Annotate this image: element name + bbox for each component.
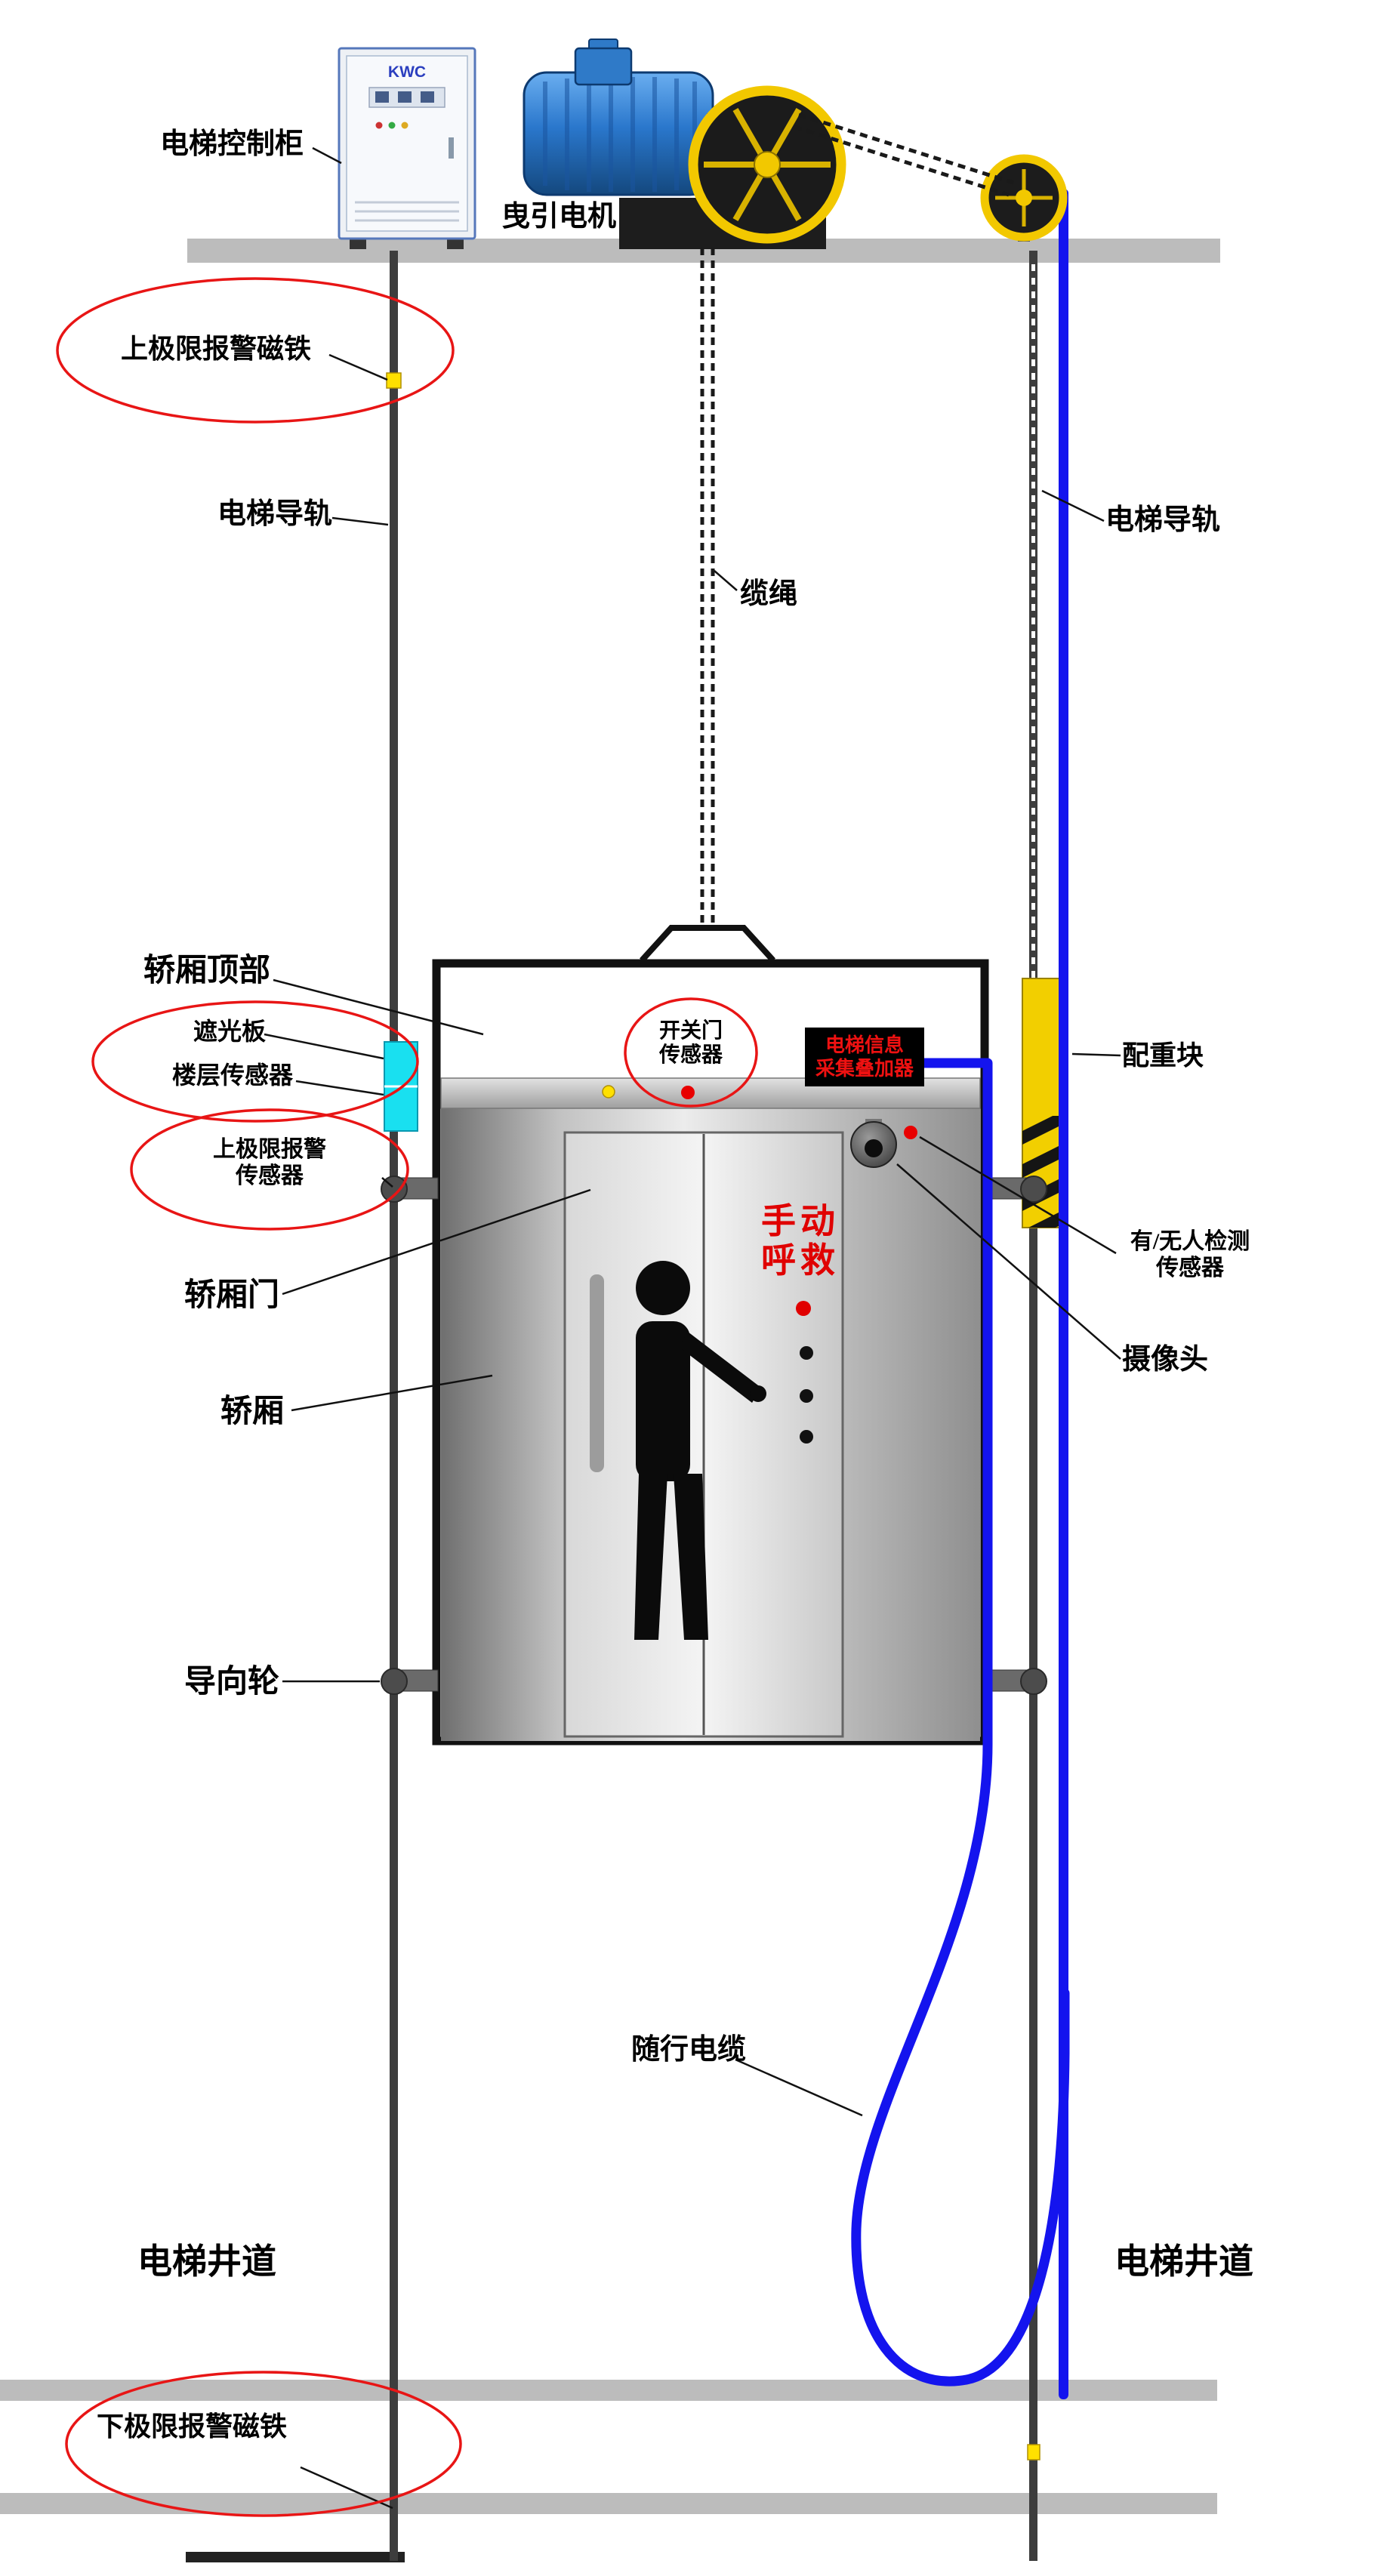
sheave-spokes xyxy=(704,108,831,221)
upper-limit-magnet xyxy=(386,372,402,389)
label-presence-sensor: 有/无人检测 传感器 xyxy=(1130,1229,1250,1280)
motor-junction-box xyxy=(574,47,633,86)
shaft-cable-riser xyxy=(1059,189,1068,2399)
panel-button xyxy=(800,1389,813,1403)
label-control-cabinet: 电梯控制柜 xyxy=(160,128,304,160)
cabinet-handle xyxy=(449,137,454,159)
label-traction-motor: 曳引电机 xyxy=(501,201,617,233)
panel-button xyxy=(800,1430,813,1444)
leader-lines xyxy=(264,146,1121,2510)
traction-machine xyxy=(523,39,846,249)
label-guide-rail-left: 电梯导轨 xyxy=(217,498,333,530)
ellipse-lower-magnet xyxy=(65,2371,462,2517)
hoist-ropes xyxy=(700,112,1014,930)
passenger-arm xyxy=(679,1332,761,1403)
passenger-leg-left xyxy=(634,1474,667,1640)
motor-fins xyxy=(543,77,697,192)
lower-limit-magnet xyxy=(1027,2444,1040,2460)
passenger-leg-right xyxy=(674,1474,708,1640)
label-car-top: 轿厢顶部 xyxy=(143,954,271,988)
label-camera: 摄像头 xyxy=(1122,1344,1209,1376)
passenger-head xyxy=(636,1261,690,1315)
guide-rail-right xyxy=(1029,251,1037,2561)
pit-floor-upper xyxy=(0,2380,1217,2401)
ellipse-door-sensor xyxy=(624,997,758,1108)
label-guide-wheel: 导向轮 xyxy=(184,1665,280,1699)
passenger-pictogram xyxy=(634,1261,766,1640)
ellipse-floor-sensor xyxy=(91,1000,419,1123)
cabinet-indicator xyxy=(375,122,383,129)
label-rope: 缆绳 xyxy=(740,578,798,610)
motor-body xyxy=(523,71,714,196)
ellipse-upper-limit-sensor xyxy=(130,1108,409,1231)
guide-wheel-bottom-right xyxy=(1020,1668,1047,1695)
door-sensor-dot xyxy=(681,1086,695,1099)
label-lower-limit-magnet: 下极限报警磁铁 xyxy=(97,2411,288,2442)
label-upper-limit-sensor: 上极限报警 传感器 xyxy=(213,1137,326,1188)
label-upper-limit-magnet: 上极限报警磁铁 xyxy=(121,334,312,364)
traveling-cable xyxy=(851,1058,1070,2386)
control-cabinet xyxy=(338,47,476,249)
buffer-base xyxy=(186,2552,405,2562)
elevator-car xyxy=(432,925,989,1746)
panel-button xyxy=(800,1346,813,1360)
ellipse-upper-magnet xyxy=(56,277,455,424)
label-manual-call: 手动 呼救 xyxy=(761,1202,840,1280)
label-light-shield: 遮光板 xyxy=(193,1018,267,1045)
handrail xyxy=(590,1274,604,1472)
label-floor-sensor: 楼层传感器 xyxy=(172,1062,294,1089)
counterweight-block xyxy=(1022,978,1068,1228)
call-button-red xyxy=(796,1301,811,1316)
deflector-pulley xyxy=(980,154,1068,242)
label-car: 轿厢 xyxy=(220,1394,285,1429)
pit-floor-lower xyxy=(0,2493,1217,2514)
label-shaft-right: 电梯井道 xyxy=(1114,2242,1253,2281)
label-guide-rail-right: 电梯导轨 xyxy=(1105,504,1221,536)
label-shaft-left: 电梯井道 xyxy=(137,2242,276,2281)
info-overlay-device: 电梯信息 采集叠加器 xyxy=(805,1028,924,1086)
camera-lens xyxy=(865,1139,883,1157)
guide-wheel-bottom-left xyxy=(381,1668,408,1695)
passenger-torso xyxy=(636,1321,690,1481)
guide-rail-left xyxy=(390,251,398,2561)
label-car-door: 轿厢门 xyxy=(184,1278,280,1313)
label-door-sensor: 开关门 传感器 xyxy=(658,1019,723,1068)
label-traveling-cable: 随行电缆 xyxy=(631,2034,747,2066)
cabinet-brand: KWC xyxy=(387,63,427,81)
car-sling-hook xyxy=(640,925,775,963)
label-counterweight: 配重块 xyxy=(1122,1040,1204,1071)
presence-sensor-dot xyxy=(904,1126,917,1139)
sill-sensor-dot xyxy=(602,1085,615,1098)
guide-wheel-top-right xyxy=(1020,1176,1047,1203)
annotation-ellipses xyxy=(56,277,758,2517)
